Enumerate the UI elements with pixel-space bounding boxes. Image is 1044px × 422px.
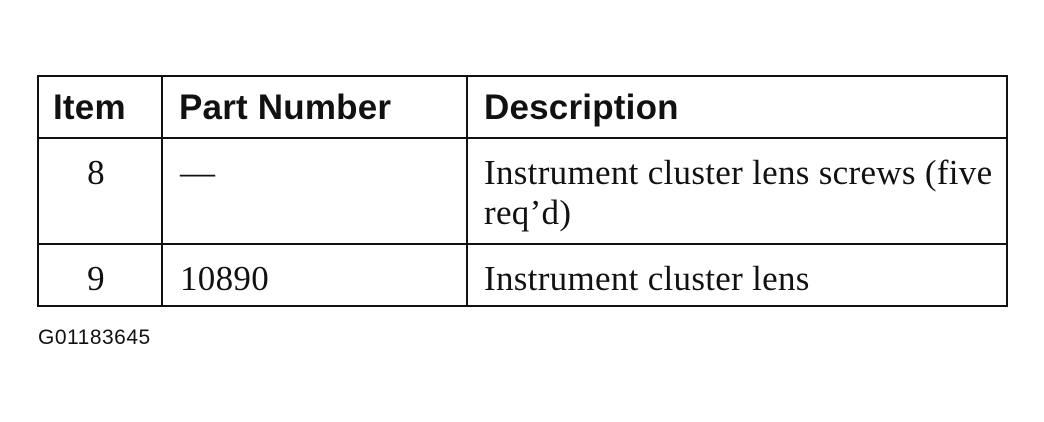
- cell-item: 8: [37, 137, 163, 245]
- table-row: 9 10890 Instrument cluster lens: [37, 243, 1008, 307]
- header-description: Description: [466, 75, 1008, 139]
- cell-item: 9: [37, 243, 163, 307]
- header-item: Item: [37, 75, 163, 139]
- figure-id: G01183645: [38, 326, 151, 349]
- cell-part-number: —: [161, 137, 468, 245]
- cell-description: Instrument cluster lens: [466, 243, 1008, 307]
- cell-part-number: 10890: [161, 243, 468, 307]
- table-row: 8 — Instrument cluster lens screws (five…: [37, 137, 1008, 245]
- header-part-number: Part Number: [161, 75, 468, 139]
- cell-description: Instrument cluster lens screws (five req…: [466, 137, 1008, 245]
- table-header-row: Item Part Number Description: [37, 75, 1008, 139]
- parts-table: Item Part Number Description 8 — Instrum…: [37, 75, 1008, 307]
